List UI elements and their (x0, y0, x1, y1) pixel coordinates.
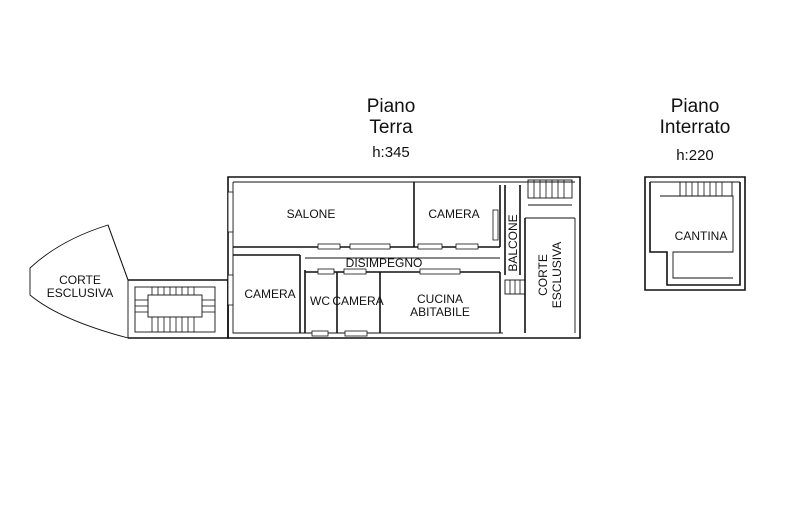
window (227, 191, 234, 233)
room-label-corte-right-line1: CORTE (536, 254, 550, 296)
room-label-corte-right-line2: ESCLUSIVA (550, 242, 564, 308)
room-label-disimpegno: DISIMPEGNO (346, 256, 423, 270)
basement-title-line2: Interrato (660, 117, 731, 138)
left-courtyard: CORTE ESCLUSIVA (29, 224, 229, 339)
room-label-camera-left: CAMERA (244, 287, 295, 301)
room-label-cantina: CANTINA (675, 229, 728, 243)
door-mark (317, 268, 335, 275)
ground-floor-height: h:345 (372, 144, 410, 161)
top-right-staircase (527, 179, 573, 199)
door-mark (419, 268, 461, 275)
left-staircase (134, 286, 216, 333)
door-mark (417, 243, 443, 250)
window (492, 209, 499, 241)
basement-plan: CANTINA (644, 176, 746, 291)
room-label-camera-small: CAMERA (332, 294, 383, 308)
left-courtyard-label-line1: CORTE (59, 273, 101, 287)
window (311, 330, 329, 337)
window (344, 330, 368, 337)
basement-height: h:220 (676, 147, 714, 164)
room-label-cucina-line1: CUCINA (417, 292, 463, 306)
basement-staircase (679, 181, 733, 197)
door-mark (455, 243, 479, 250)
basement-title-line1: Piano (671, 96, 720, 117)
room-label-balcone: BALCONE (506, 214, 520, 271)
left-courtyard-label-line2: ESCLUSIVA (47, 286, 113, 300)
room-label-camera-top: CAMERA (428, 207, 479, 221)
room-label-salone: SALONE (287, 207, 336, 221)
ground-floor-title-line1: Piano (367, 96, 416, 117)
door-mark (317, 243, 341, 250)
ground-floor-plan: SALONE CAMERA DISIMPEGNO CAMERA WC CAMER… (227, 176, 581, 339)
room-label-cucina-line2: ABITABILE (410, 305, 470, 319)
room-label-wc: WC (310, 294, 330, 308)
door-mark (343, 268, 367, 275)
door-mark (349, 243, 391, 250)
ground-floor-title-line2: Terra (369, 117, 413, 138)
window (227, 274, 234, 306)
